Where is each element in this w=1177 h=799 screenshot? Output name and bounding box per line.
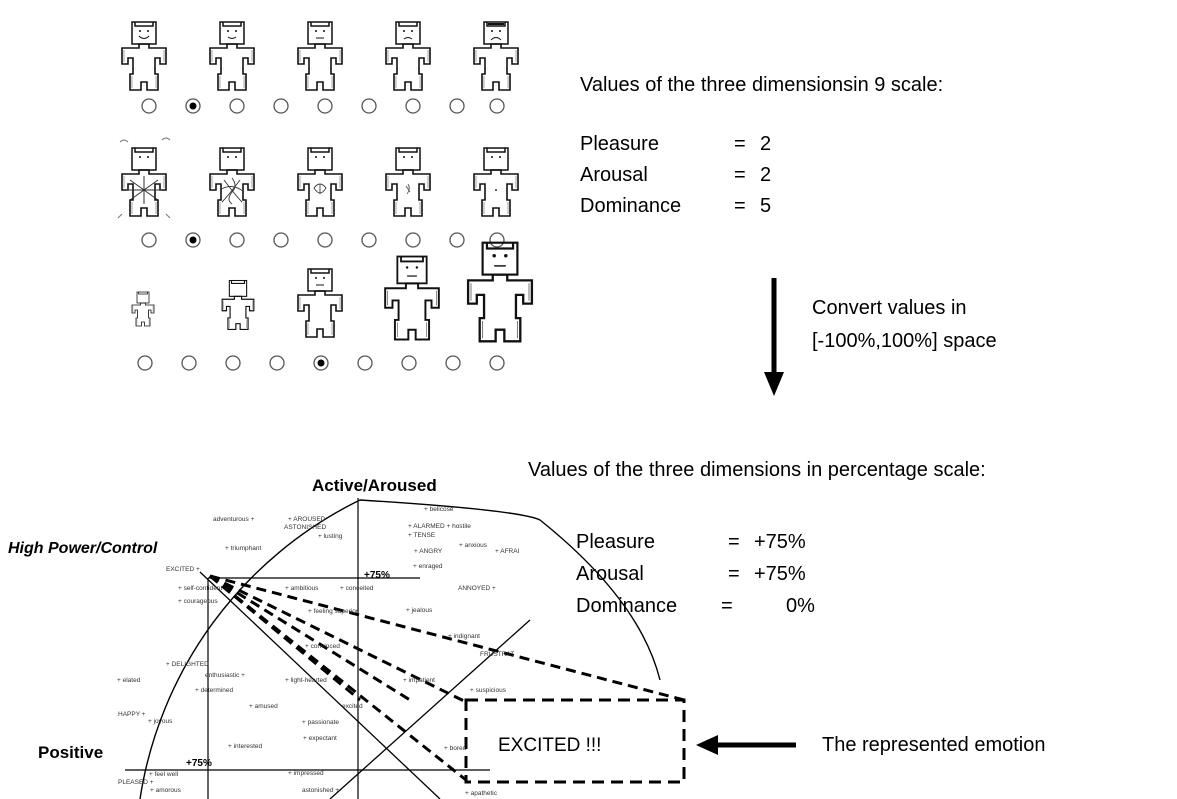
- marker-left-75: +75%: [186, 758, 212, 769]
- svg-text:enthusiastic +: enthusiastic +: [205, 672, 245, 679]
- row-eq: =: [728, 531, 740, 553]
- svg-text:+ triumphant: + triumphant: [225, 545, 262, 552]
- left-arrow-icon: [696, 735, 796, 755]
- svg-text:+ joyous: + joyous: [148, 718, 173, 725]
- result-box-frame: [464, 698, 686, 784]
- svg-text:+ ANGRY: + ANGRY: [414, 548, 443, 555]
- svg-text:+ ambitious: + ambitious: [285, 585, 319, 592]
- svg-text:+ belicose: + belicose: [424, 506, 454, 513]
- axis-high-power: High Power/Control: [8, 540, 158, 557]
- svg-text:adventurous +: adventurous +: [213, 516, 255, 523]
- svg-text:+ determined: + determined: [195, 687, 234, 694]
- sam-radio-selected-dot: [189, 236, 197, 244]
- svg-text:+ amorous: + amorous: [150, 787, 182, 794]
- svg-text:+ DELIGHTED: + DELIGHTED: [166, 661, 209, 668]
- svg-text:+ ALARMED + hostile: + ALARMED + hostile: [408, 523, 471, 530]
- sam-radio-selected-dot: [189, 102, 197, 110]
- svg-text:+ interested: + interested: [228, 743, 263, 750]
- row-eq: =: [728, 563, 740, 585]
- row-value: 2: [760, 133, 772, 155]
- svg-text:+ TENSE: + TENSE: [408, 532, 436, 539]
- row-label: Pleasure: [576, 531, 655, 553]
- scale9-heading: Values of the three dimensionsin 9 scale…: [580, 74, 944, 96]
- result-caption: The represented emotion: [822, 734, 1046, 756]
- svg-text:+ AROUSED: + AROUSED: [288, 516, 326, 523]
- axis-positive: Positive: [38, 743, 104, 762]
- svg-text:+ convinced: + convinced: [305, 643, 340, 650]
- svg-text:+ enraged: + enraged: [413, 563, 443, 570]
- sam-radio-selected-dot: [317, 359, 325, 367]
- row-label: Arousal: [576, 563, 644, 585]
- sam-radio-row-pleasure[interactable]: [141, 98, 505, 114]
- svg-text:+ impatient: + impatient: [403, 677, 435, 684]
- row-value: +75%: [754, 563, 806, 585]
- circumplex-model: adventurous + + AROUSED ASTONISHED + lus…: [117, 498, 685, 799]
- svg-text:+ expectant: + expectant: [303, 735, 337, 742]
- svg-text:+ feeling superior: + feeling superior: [308, 608, 359, 615]
- row-label: Arousal: [580, 164, 648, 186]
- convert-line-1: Convert values in: [812, 297, 967, 319]
- svg-text:+ apathetic: + apathetic: [465, 790, 498, 797]
- row-eq: =: [734, 133, 746, 155]
- svg-text:astonished +: astonished +: [302, 787, 339, 794]
- svg-text:+ amused: + amused: [249, 703, 278, 710]
- row-eq: =: [721, 595, 733, 617]
- row-value: 0%: [786, 595, 815, 617]
- row-value: 5: [760, 195, 772, 217]
- svg-text:+ feel well: + feel well: [149, 771, 179, 778]
- row-label: Pleasure: [580, 133, 659, 155]
- sam-row-pleasure: [121, 21, 519, 91]
- svg-text:+ indignant: + indignant: [448, 633, 480, 640]
- row-value: +75%: [754, 531, 806, 553]
- svg-text:+ bored: + bored: [444, 745, 467, 752]
- svg-text:+ elated: + elated: [117, 677, 141, 684]
- row-eq: =: [734, 164, 746, 186]
- row-label: Dominance: [576, 595, 678, 617]
- svg-text:+ impressed: + impressed: [288, 770, 324, 777]
- row-label: Dominance: [580, 195, 682, 217]
- svg-text:+ anxious: + anxious: [459, 542, 488, 549]
- svg-text:+ self-confident: + self-confident: [178, 585, 222, 592]
- svg-text:+ suspicious: + suspicious: [470, 687, 507, 694]
- down-arrow-icon: [764, 278, 784, 396]
- svg-text:ANNOYED +: ANNOYED +: [458, 585, 496, 592]
- axis-active-aroused: Active/Aroused: [312, 476, 437, 495]
- svg-text:+ passionate: + passionate: [302, 719, 339, 726]
- marker-top-75: +75%: [364, 570, 390, 581]
- svg-text:ASTONISHED: ASTONISHED: [284, 524, 326, 531]
- svg-text:+ courageous: + courageous: [178, 598, 218, 605]
- row-eq: =: [734, 195, 746, 217]
- svg-text:FRUSTRAT: FRUSTRAT: [480, 651, 514, 658]
- svg-text:PLEASED +: PLEASED +: [118, 779, 154, 786]
- svg-text:excited: excited: [342, 703, 363, 710]
- sam-row-arousal: [117, 137, 519, 219]
- pct-heading: Values of the three dimensions in percen…: [528, 459, 986, 481]
- sam-row-dominance: [131, 241, 534, 343]
- svg-text:EXCITED +: EXCITED +: [166, 566, 200, 573]
- row-value: 2: [760, 164, 772, 186]
- svg-text:HAPPY +: HAPPY +: [118, 711, 146, 718]
- svg-text:+ light-hearted: + light-hearted: [285, 677, 327, 684]
- convert-line-2: [-100%,100%] space: [812, 330, 997, 352]
- result-emotion: EXCITED !!!: [498, 735, 602, 756]
- sam-radio-row-dominance[interactable]: [137, 355, 505, 371]
- svg-text:+ jealous: + jealous: [406, 607, 433, 614]
- svg-text:+ conceited: + conceited: [340, 585, 374, 592]
- svg-text:+ AFRAI: + AFRAI: [495, 548, 520, 555]
- svg-text:+ lusting: + lusting: [318, 533, 343, 540]
